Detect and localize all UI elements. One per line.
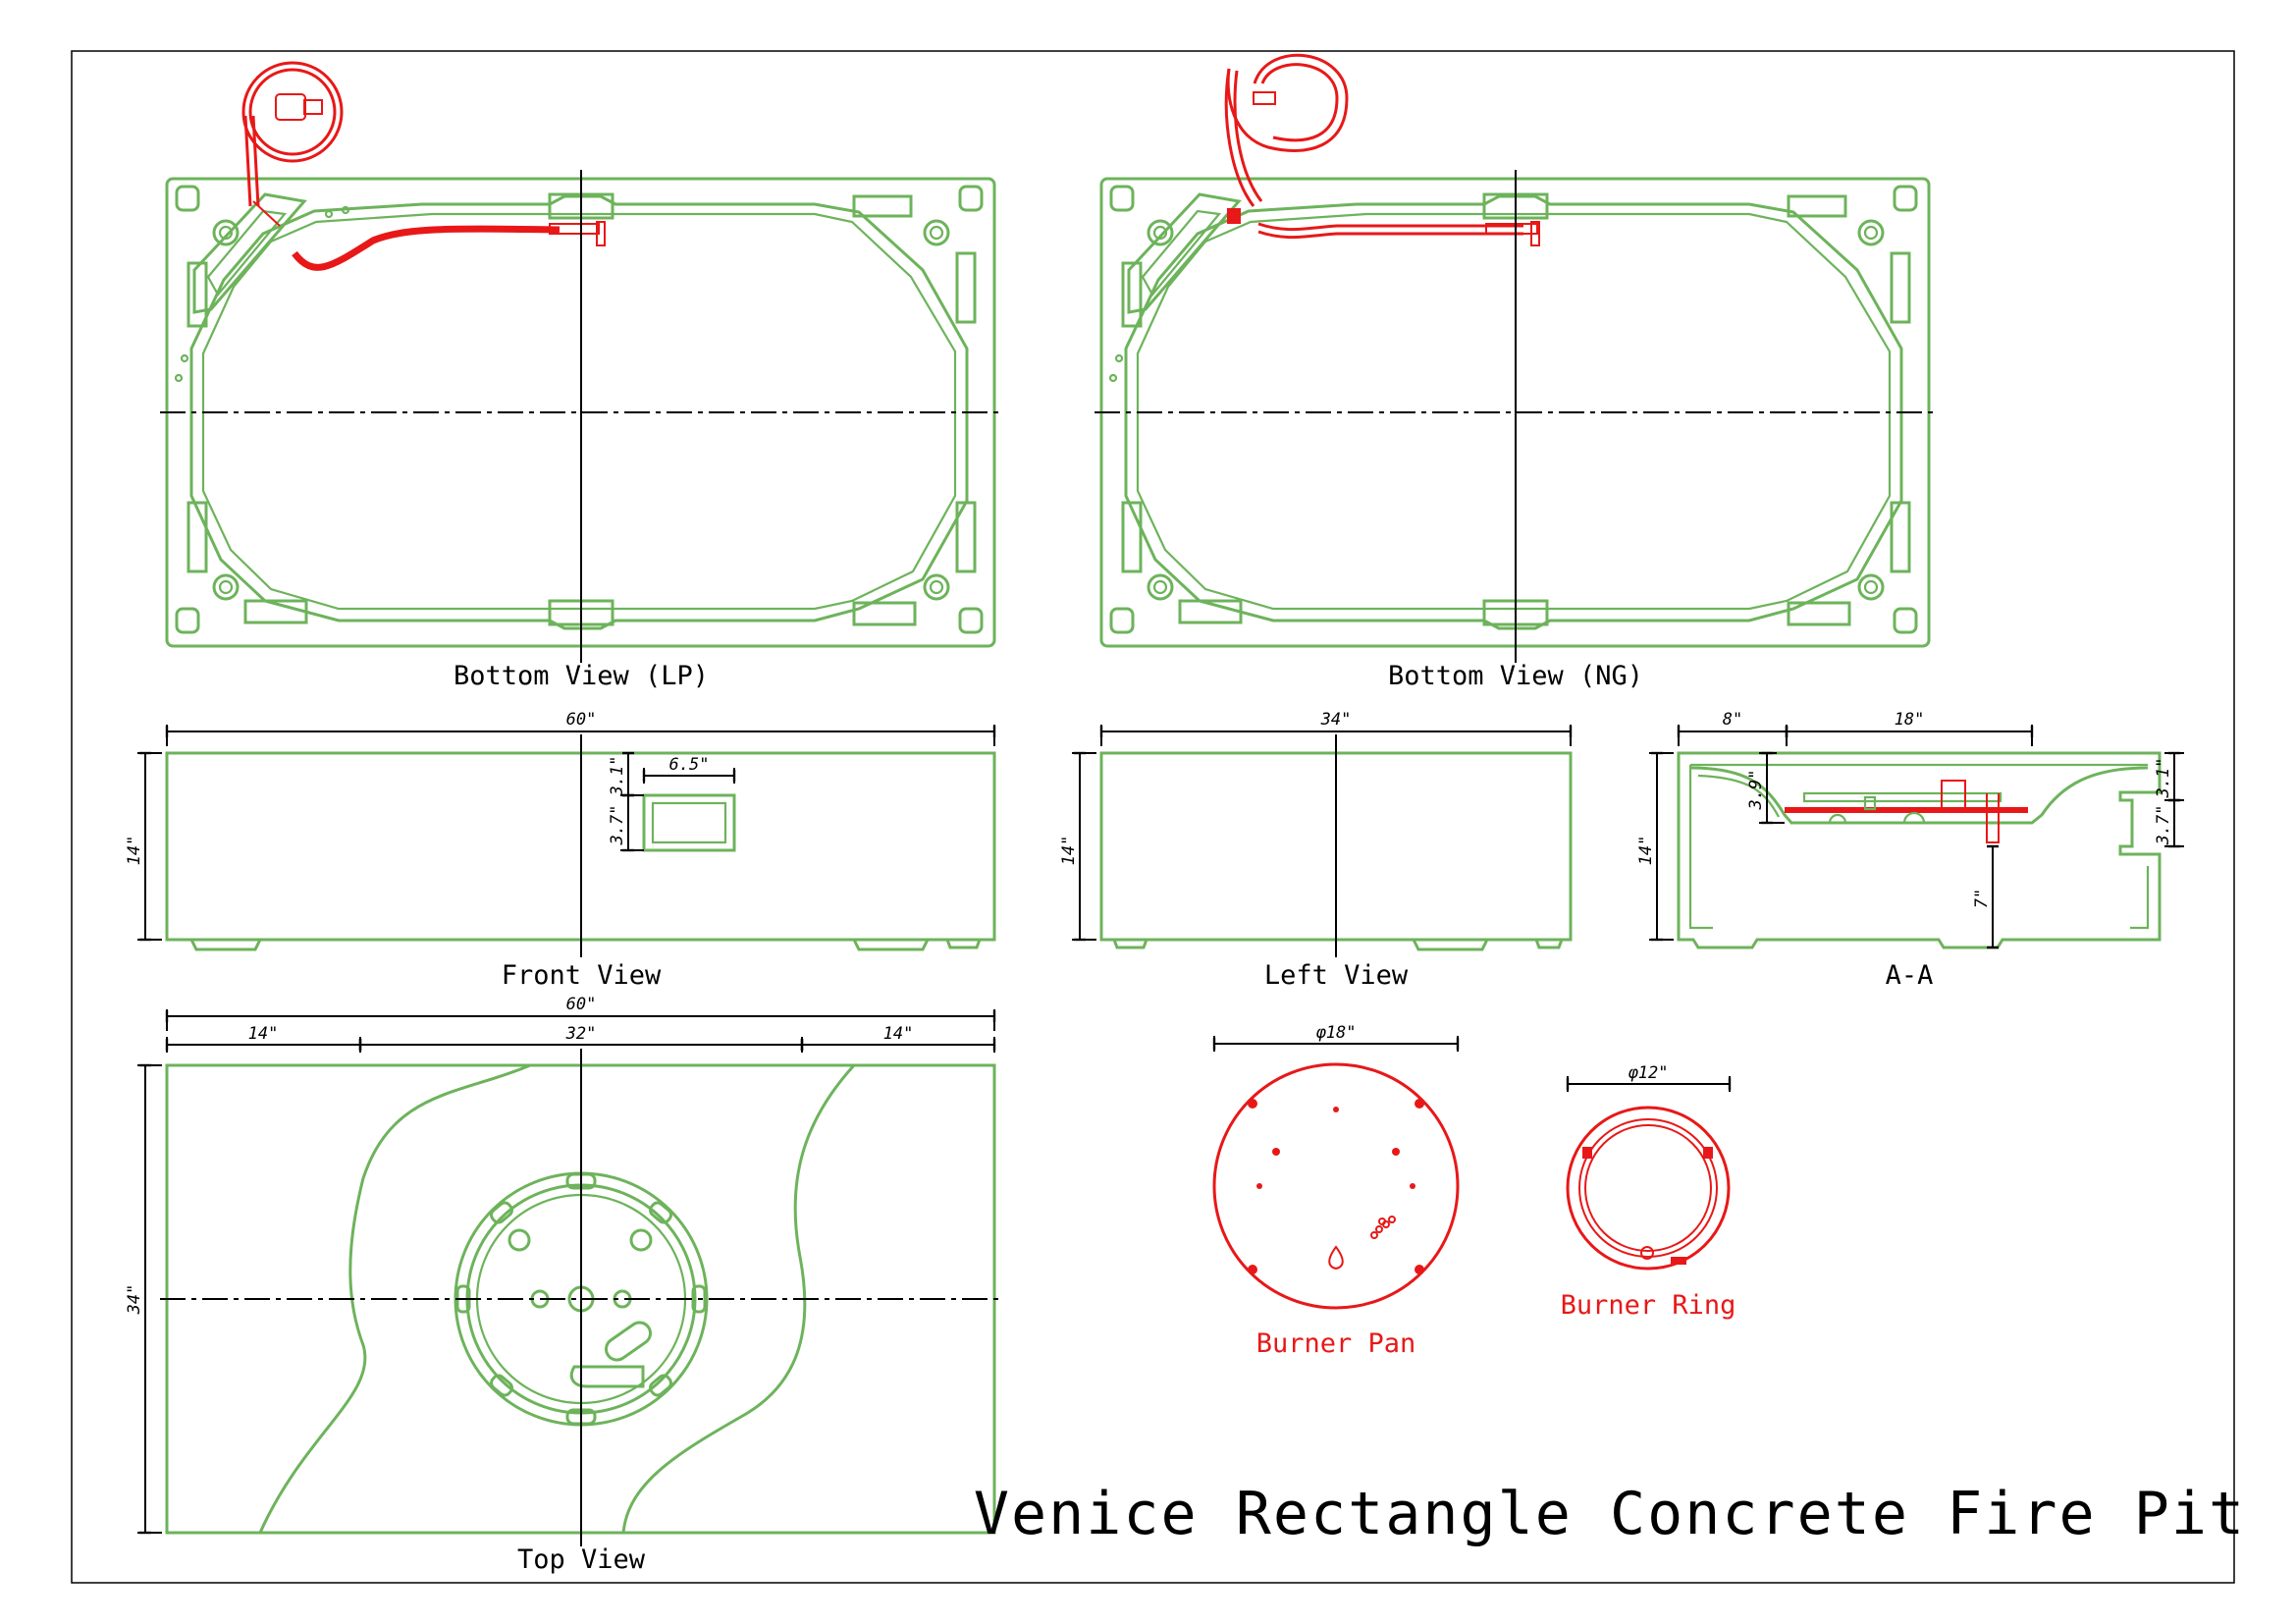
top-height-dim: 34" — [125, 1284, 144, 1316]
burner-pan — [1212, 1062, 1460, 1310]
top-width-dim: 60" — [566, 995, 597, 1014]
burner-ring-dimension — [1566, 1076, 1732, 1092]
burner-ring — [1566, 1106, 1731, 1271]
section-height-dim: 14" — [1636, 836, 1656, 866]
section-depth-dim: 3.9" — [1746, 770, 1766, 811]
front-height-dim: 14" — [125, 836, 144, 866]
top-mid-dim: 32" — [565, 1024, 597, 1044]
burner-pan-dimension — [1212, 1036, 1460, 1052]
top-right-dim: 14" — [883, 1024, 914, 1044]
section-opening-height-dim: 3.7" — [2154, 805, 2173, 846]
left-width-dim: 34" — [1320, 710, 1352, 730]
burner-pan-dia-dim: φ18" — [1316, 1023, 1357, 1043]
section-a-a — [1677, 751, 2162, 949]
top-view-caption: Top View — [517, 1544, 646, 1575]
burner-pan-caption: Burner Pan — [1256, 1328, 1416, 1359]
top-left-dim: 14" — [248, 1024, 279, 1044]
burner-ring-dia-dim: φ12" — [1629, 1063, 1669, 1083]
top-view — [160, 1049, 1001, 1546]
opening-top-dim: 3.1" — [608, 756, 627, 797]
front-width-dim: 60" — [566, 710, 597, 730]
bottom-view-lp — [160, 61, 1001, 663]
section-opening-top-dim: 3.1" — [2154, 758, 2173, 799]
front-view — [165, 734, 996, 957]
opening-height-dim: 3.7" — [608, 805, 627, 846]
drawing-title: Venice Rectangle Concrete Fire Pit — [974, 1480, 2246, 1548]
bottom-view-lp-caption: Bottom View (LP) — [454, 661, 709, 691]
bottom-view-ng-caption: Bottom View (NG) — [1388, 661, 1643, 691]
section-bowl-dim: 18" — [1895, 710, 1925, 730]
left-view-dimensions — [1072, 725, 1573, 942]
left-height-dim: 14" — [1059, 836, 1079, 866]
section-leg-dim: 7" — [1972, 889, 1992, 908]
section-offset-dim: 8" — [1723, 710, 1742, 730]
left-view-caption: Left View — [1264, 960, 1409, 991]
top-view-dimensions — [137, 1009, 996, 1535]
burner-ring-caption: Burner Ring — [1561, 1290, 1736, 1321]
section-caption: A-A — [1886, 960, 1934, 991]
left-view — [1099, 734, 1573, 957]
front-view-dimensions — [137, 725, 996, 942]
front-view-caption: Front View — [502, 960, 662, 991]
bottom-view-ng — [1095, 53, 1936, 663]
sheet-border — [71, 50, 2235, 1584]
section-a-a-dimensions — [1649, 725, 2184, 949]
opening-width-dim: 6.5" — [669, 755, 710, 775]
